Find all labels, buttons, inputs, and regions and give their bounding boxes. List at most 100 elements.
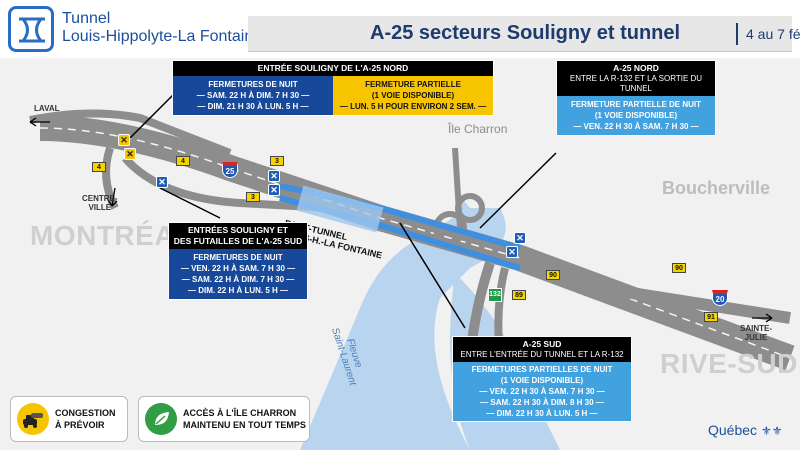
date-range: 4 au 7 février bbox=[746, 26, 800, 42]
route-89-shield-icon: 89 bbox=[512, 290, 526, 300]
logo-text: Tunnel Louis-Hippolyte-La Fontaine bbox=[62, 10, 262, 46]
closure-x-icon: ✕ bbox=[268, 170, 280, 182]
closure-time: — SAM. 22 H 30 À DIM. 8 H 30 — bbox=[480, 398, 604, 407]
box-title: FERMETURES DE NUIT bbox=[193, 253, 283, 262]
label-laval: LAVAL bbox=[34, 104, 60, 113]
loop-1 bbox=[433, 211, 467, 245]
closure-x-icon: ✕ bbox=[268, 184, 280, 196]
tunnel-logo-icon bbox=[8, 6, 54, 52]
quebec-wordmark: Québec bbox=[708, 422, 758, 438]
route-91-shield-icon: 91 bbox=[704, 312, 718, 322]
legend-ile-charron: ACCÈS À L'ÎLE CHARRON MAINTENU EN TOUT T… bbox=[138, 396, 310, 442]
autoroute-20-shield-icon: 20 bbox=[712, 290, 728, 306]
congestion-car-icon bbox=[17, 403, 49, 435]
legend-line: MAINTENU EN TOUT TEMPS bbox=[183, 420, 306, 430]
title-separator bbox=[736, 23, 738, 45]
label-centre-ville-1: CENTRE- bbox=[82, 194, 118, 203]
info-box-souligny-nord: ENTRÉE SOULIGNY DE L'A-25 NORD FERMETURE… bbox=[172, 60, 494, 116]
info-box-souligny-sud: ENTRÉES SOULIGNY ET DES FUTAILLES DE L'A… bbox=[168, 222, 308, 300]
label-montreal: MONTRÉAL bbox=[30, 220, 193, 251]
page-title: A-25 secteurs Souligny et tunnel bbox=[370, 22, 681, 44]
route-90-shield-icon: 90 bbox=[672, 263, 686, 273]
leader-souligny-nord bbox=[129, 92, 176, 139]
ramp-souligny bbox=[121, 155, 331, 212]
logo-line-1: Tunnel bbox=[62, 10, 111, 27]
tunnel-segment bbox=[296, 185, 384, 233]
box-title: FERMETURES DE NUIT bbox=[208, 80, 298, 89]
info-box-a25-sud: A-25 SUD ENTRE L'ENTRÉE DU TUNNEL ET LA … bbox=[452, 336, 632, 422]
legend-line: À PRÉVOIR bbox=[55, 420, 105, 430]
route-90-shield-icon: 90 bbox=[546, 270, 560, 280]
route-4-shield-icon: 4 bbox=[92, 162, 106, 172]
closure-time: — VEN. 22 H À SAM. 7 H 30 — bbox=[180, 264, 296, 273]
label-sainte-julie: SAINTE- JULIE bbox=[740, 324, 772, 342]
box-heading: DES FUTAILLES DE L'A-25 SUD bbox=[169, 236, 307, 249]
label-centre-ville: CENTRE- VILLE bbox=[82, 194, 118, 212]
box-title: FERMETURE PARTIELLE bbox=[365, 80, 461, 89]
box-subheading: ENTRE LA R-132 ET LA SORTIE DU TUNNEL bbox=[557, 74, 715, 96]
closure-time: — DIM. 21 H 30 À LUN. 5 H — bbox=[197, 102, 309, 111]
box-body: FERMETURES DE NUIT — VEN. 22 H À SAM. 7 … bbox=[169, 249, 307, 299]
label-sainte-julie-2: JULIE bbox=[744, 333, 768, 342]
box-heading: ENTRÉE SOULIGNY DE L'A-25 NORD bbox=[173, 61, 493, 76]
box-partial-closure: FERMETURE PARTIELLE (1 VOIE DISPONIBLE) … bbox=[333, 76, 493, 115]
box-night-closures: FERMETURES DE NUIT — SAM. 22 H À DIM. 7 … bbox=[173, 76, 333, 115]
autoroute-25-shield-icon: 25 bbox=[222, 162, 238, 178]
ramp-a20 bbox=[517, 252, 791, 324]
closure-time: — DIM. 22 H À LUN. 5 H — bbox=[187, 286, 288, 295]
box-title: FERMETURES PARTIELLES DE NUIT bbox=[471, 365, 613, 374]
closure-time: — VEN. 22 H 30 À SAM. 7 H 30 — bbox=[573, 122, 699, 131]
label-centre-ville-2: VILLE bbox=[88, 203, 112, 212]
route-132-shield-icon: 132 bbox=[488, 288, 502, 302]
closure-x-icon: ✕ bbox=[118, 134, 130, 146]
closure-time: — DIM. 22 H 30 À LUN. 5 H — bbox=[486, 409, 598, 418]
route-3-shield-icon: 3 bbox=[270, 156, 284, 166]
box-subtitle: (1 VOIE DISPONIBLE) bbox=[594, 111, 678, 120]
closure-x-icon: ✕ bbox=[514, 232, 526, 244]
legend-line: CONGESTION bbox=[55, 408, 116, 418]
arrow-sainte-julie bbox=[752, 313, 773, 323]
legend-line: ACCÈS À L'ÎLE CHARRON bbox=[183, 408, 297, 418]
closure-time: — LUN. 5 H POUR ENVIRON 2 SEM. — bbox=[339, 102, 487, 111]
leader-a25-sud bbox=[399, 222, 466, 329]
box-heading: A-25 SUD bbox=[453, 337, 631, 350]
quebec-logo: Québec ⚜⚜ bbox=[708, 422, 782, 438]
info-box-a25-nord: A-25 NORD ENTRE LA R-132 ET LA SORTIE DU… bbox=[556, 60, 716, 136]
closure-x-icon: ✕ bbox=[156, 176, 168, 188]
label-boucherville: Boucherville bbox=[662, 178, 771, 198]
box-subtitle: (1 VOIE DISPONIBLE) bbox=[500, 376, 584, 385]
leaf-icon bbox=[145, 403, 177, 435]
leader-souligny-sud bbox=[159, 187, 221, 219]
closure-time: — SAM. 22 H À DIM. 7 H 30 — bbox=[181, 275, 295, 284]
box-body: FERMETURE PARTIELLE DE NUIT (1 VOIE DISP… bbox=[557, 96, 715, 135]
arrow-laval bbox=[29, 117, 50, 127]
box-title: FERMETURE PARTIELLE DE NUIT bbox=[570, 100, 702, 109]
leader-a25-nord bbox=[479, 152, 557, 229]
box-body: FERMETURES PARTIELLES DE NUIT (1 VOIE DI… bbox=[453, 362, 631, 421]
legend-congestion-text: CONGESTION À PRÉVOIR bbox=[55, 407, 116, 431]
route-3-shield-icon: 3 bbox=[246, 192, 260, 202]
logo-line-2: Louis-Hippolyte-La Fontaine bbox=[62, 28, 263, 45]
closure-x-icon: ✕ bbox=[124, 148, 136, 160]
box-subheading: ENTRE L'ENTRÉE DU TUNNEL ET LA R-132 bbox=[453, 350, 631, 362]
header: Tunnel Louis-Hippolyte-La Fontaine A-25 … bbox=[0, 0, 800, 58]
label-ile-charron: Île Charron bbox=[448, 122, 508, 136]
arrow-centre-ville bbox=[107, 187, 118, 207]
legend-congestion: CONGESTION À PRÉVOIR bbox=[10, 396, 128, 442]
closure-x-icon: ✕ bbox=[506, 246, 518, 258]
charron-road bbox=[452, 147, 463, 229]
label-rive-sud: RIVE-SUD bbox=[660, 348, 798, 379]
fleur-de-lis-icon: ⚜⚜ bbox=[760, 424, 783, 438]
ile-charron-shape bbox=[420, 128, 520, 208]
box-subtitle: (1 VOIE DISPONIBLE) bbox=[371, 91, 455, 100]
route-4-shield-icon: 4 bbox=[176, 156, 190, 166]
title-bar: A-25 secteurs Souligny et tunnel 4 au 7 … bbox=[248, 16, 800, 52]
legend-charron-text: ACCÈS À L'ÎLE CHARRON MAINTENU EN TOUT T… bbox=[183, 407, 306, 431]
box-heading: A-25 NORD bbox=[557, 61, 715, 74]
label-sainte-julie-1: SAINTE- bbox=[740, 324, 772, 333]
closure-time: — SAM. 22 H À DIM. 7 H 30 — bbox=[196, 91, 310, 100]
ramp-laval bbox=[29, 109, 232, 157]
closure-time: — VEN. 22 H 30 À SAM. 7 H 30 — bbox=[479, 387, 605, 396]
box-columns: FERMETURES DE NUIT — SAM. 22 H À DIM. 7 … bbox=[173, 76, 493, 115]
box-heading: ENTRÉES SOULIGNY ET bbox=[169, 223, 307, 236]
